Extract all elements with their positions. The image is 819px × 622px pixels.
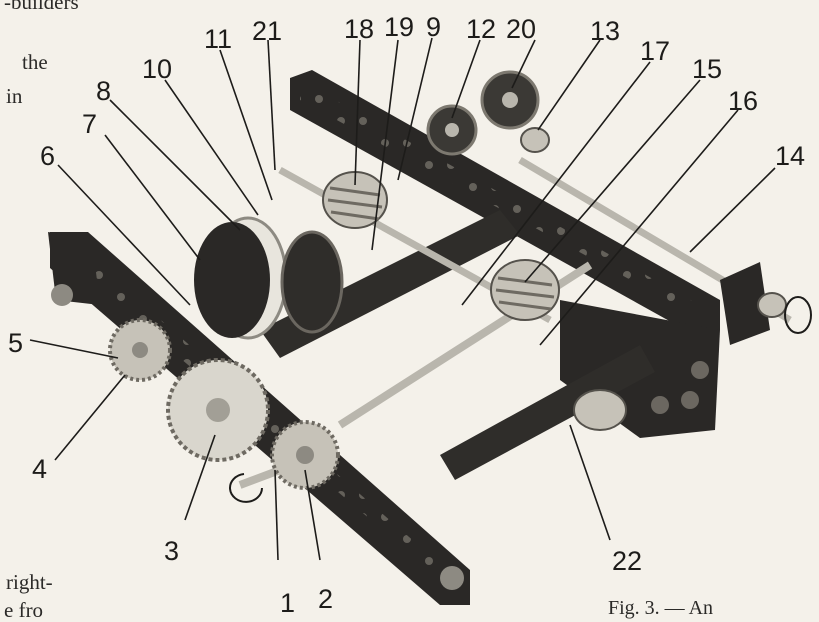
worm-wheel-19 bbox=[280, 230, 344, 334]
callout-11: 11 bbox=[204, 24, 232, 54]
callout-13: 13 bbox=[590, 16, 620, 46]
coupling-22 bbox=[573, 389, 627, 431]
callout-14: 14 bbox=[775, 141, 805, 171]
callout-21: 21 bbox=[252, 16, 282, 46]
end-bracket-14 bbox=[720, 262, 812, 345]
callout-4: 4 bbox=[32, 454, 47, 484]
callout-22: 22 bbox=[612, 546, 642, 576]
callout-7: 7 bbox=[82, 109, 97, 139]
callout-19: 19 bbox=[384, 12, 414, 42]
callout-1: 1 bbox=[280, 588, 295, 615]
callout-6: 6 bbox=[40, 141, 55, 171]
bush-wheel-10 bbox=[194, 216, 288, 340]
callout-15: 15 bbox=[692, 54, 722, 84]
worm-gear-18 bbox=[322, 171, 388, 229]
callout-8: 8 bbox=[96, 76, 111, 106]
worm-gear-15 bbox=[490, 259, 560, 321]
callout-10: 10 bbox=[142, 54, 172, 84]
callout-5: 5 bbox=[8, 328, 23, 358]
pinion-12 bbox=[426, 104, 478, 156]
callout-16: 16 bbox=[728, 86, 758, 116]
callout-9: 9 bbox=[426, 12, 441, 42]
leader-lines bbox=[29, 37, 776, 561]
page-text-fragment: -builders bbox=[4, 0, 79, 14]
callout-labels: 1 2 3 4 5 6 7 8 9 10 11 12 13 14 15 16 1… bbox=[8, 12, 805, 615]
page-text-fragment: the bbox=[22, 50, 48, 74]
pinion-gear-2 bbox=[270, 420, 340, 490]
callout-18: 18 bbox=[344, 14, 374, 44]
figure-caption: Fig. 3. — An bbox=[608, 597, 714, 619]
large-gear-3 bbox=[166, 358, 270, 462]
rotation-arrow bbox=[229, 473, 263, 503]
callout-12: 12 bbox=[466, 14, 496, 44]
page-text-fragment: right- bbox=[6, 570, 53, 594]
callout-2: 2 bbox=[318, 584, 333, 614]
callout-17: 17 bbox=[640, 36, 670, 66]
callout-20: 20 bbox=[506, 14, 536, 44]
page-text-fragment: in bbox=[6, 84, 23, 108]
pinion-20 bbox=[480, 70, 540, 130]
back-side-plate bbox=[290, 70, 720, 438]
pinion-gear-4 bbox=[108, 318, 172, 382]
collar-13 bbox=[520, 127, 550, 153]
callout-3: 3 bbox=[164, 536, 179, 566]
